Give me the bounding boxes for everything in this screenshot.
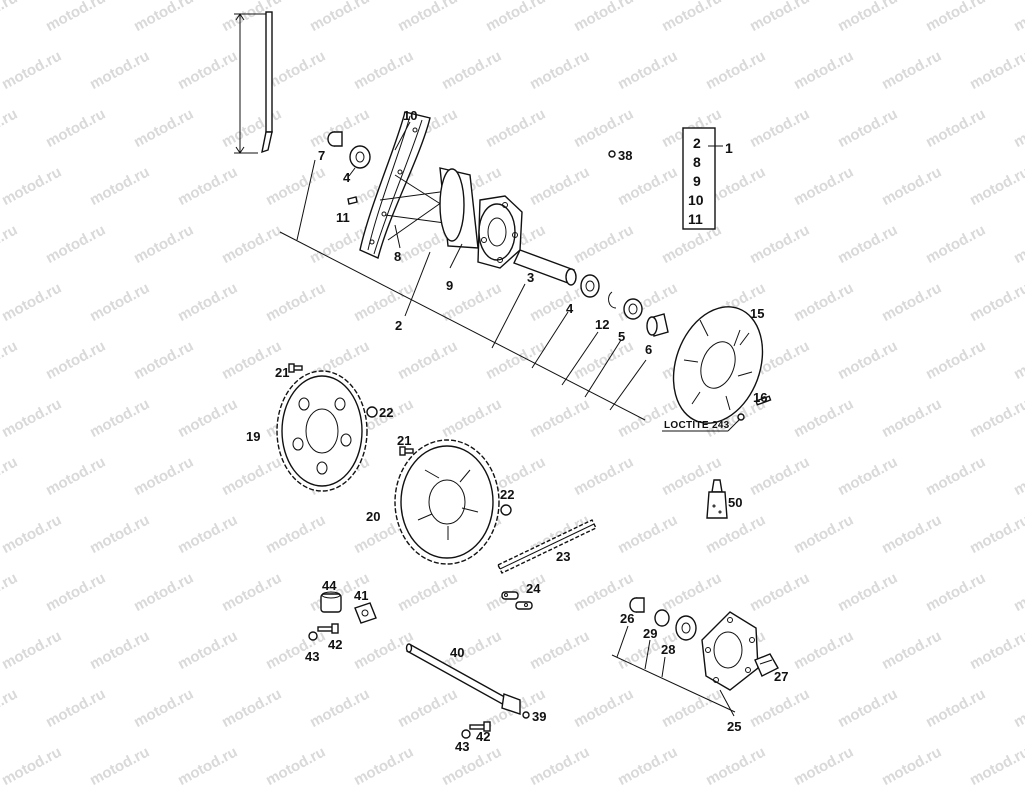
sprocket-carrier-part <box>701 611 759 691</box>
disc-screw-part <box>737 395 772 421</box>
spacer-6-part <box>646 313 669 337</box>
callout-39: 39 <box>532 709 546 724</box>
part-38 <box>608 150 616 158</box>
box-item-9: 9 <box>693 173 701 189</box>
callout-42-lower: 42 <box>476 729 490 744</box>
assembly-box-labels: 2 8 9 10 11 1 <box>688 135 733 227</box>
carrier-bearing-28-part <box>675 615 697 641</box>
screw-21-lower-part <box>399 446 414 456</box>
nut-43-lower-part <box>461 729 471 739</box>
damper-27-part <box>754 653 779 677</box>
spacer-7-part <box>327 131 343 147</box>
callout-8: 8 <box>394 249 401 264</box>
circlip-12-part <box>608 291 617 309</box>
callout-22-lower: 22 <box>500 487 514 502</box>
callout-44: 44 <box>322 578 337 593</box>
nut-22-lower-part <box>500 504 512 516</box>
callout-27: 27 <box>774 669 788 684</box>
carrier-seal-29-part <box>654 609 670 627</box>
nut-43-upper-part <box>308 631 318 641</box>
box-item-8: 8 <box>693 154 701 170</box>
bearing-4b-part <box>580 274 600 298</box>
callout-21-upper: 21 <box>275 365 289 380</box>
screw-21-upper-part <box>288 363 303 373</box>
callout-26: 26 <box>620 611 634 626</box>
callout-28: 28 <box>661 642 675 657</box>
callout-22-upper: 22 <box>379 405 393 420</box>
box-item-11: 11 <box>688 211 703 227</box>
rim-part <box>359 111 431 259</box>
callout-20: 20 <box>366 509 380 524</box>
seal-5-part <box>623 298 643 320</box>
callout-11: 11 <box>336 210 350 225</box>
callout-labels: 7 4 11 10 8 9 2 3 4 12 5 6 38 15 16 21 2… <box>246 108 788 754</box>
box-item-10: 10 <box>688 192 704 208</box>
callout-15: 15 <box>750 306 764 321</box>
callout-12: 12 <box>595 317 609 332</box>
bolt-42-lower-part <box>469 721 491 732</box>
nut-22-upper-part <box>366 406 378 418</box>
loctite-note: LOCTITE 243 <box>662 418 741 432</box>
nipple-11-part <box>347 196 358 205</box>
sleeve-3-part <box>513 249 577 286</box>
callout-9: 9 <box>446 278 453 293</box>
callout-42-upper: 42 <box>328 637 342 652</box>
callout-19: 19 <box>246 429 260 444</box>
callout-41: 41 <box>354 588 368 603</box>
callout-25: 25 <box>727 719 741 734</box>
rear-axle-part <box>405 643 521 715</box>
adjuster-44-part <box>320 591 342 613</box>
callout-16: 16 <box>753 390 767 405</box>
callout-7: 7 <box>318 148 325 163</box>
callout-4-lower: 4 <box>566 301 574 316</box>
callout-43-lower: 43 <box>455 739 469 754</box>
callout-5: 5 <box>618 329 625 344</box>
callout-4-upper: 4 <box>343 170 351 185</box>
box-item-2: 2 <box>693 135 701 151</box>
callout-2: 2 <box>395 318 402 333</box>
part-39 <box>522 711 530 719</box>
callout-38: 38 <box>618 148 632 163</box>
carrier-spacer-26-part <box>629 597 645 613</box>
leader-lines <box>279 121 750 717</box>
spoke-part <box>234 11 273 154</box>
callout-29: 29 <box>643 626 657 641</box>
callout-6: 6 <box>645 342 652 357</box>
assembly-box <box>682 127 723 230</box>
callout-43-upper: 43 <box>305 649 319 664</box>
callout-23: 23 <box>556 549 570 564</box>
chain-link-part <box>501 591 533 610</box>
exploded-parts-diagram: LOCTITE 243 2 8 9 10 11 1 7 4 11 10 8 9 … <box>234 11 788 754</box>
sprocket-19-part <box>276 370 368 492</box>
callout-24: 24 <box>526 581 541 596</box>
hub-part <box>379 167 523 269</box>
bolt-42-upper-part <box>317 623 339 634</box>
callout-40: 40 <box>450 645 464 660</box>
sprocket-20-part <box>394 439 500 565</box>
callout-3: 3 <box>527 270 534 285</box>
brake-disc-part <box>672 306 764 424</box>
callout-21-lower: 21 <box>397 433 411 448</box>
callout-50: 50 <box>728 495 742 510</box>
box-group-label: 1 <box>725 140 733 156</box>
svg-text:LOCTITE 243: LOCTITE 243 <box>664 420 730 431</box>
chain-part <box>497 519 597 574</box>
bearing-4-part <box>349 145 371 169</box>
callout-10: 10 <box>403 108 417 123</box>
adjuster-41-part <box>354 602 377 624</box>
grease-tube-part <box>706 479 728 519</box>
